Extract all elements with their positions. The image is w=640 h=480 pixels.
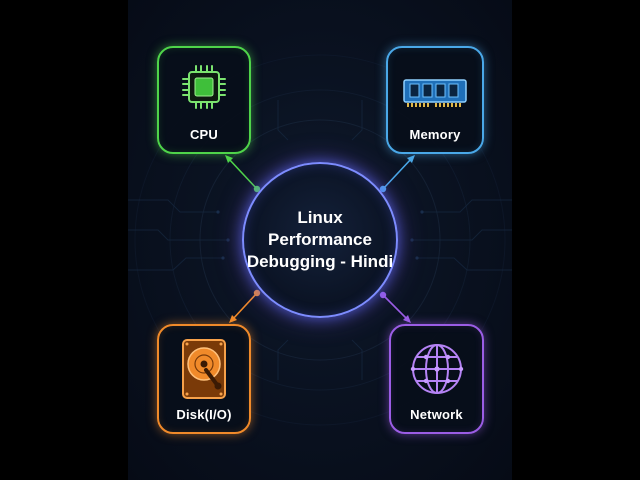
connector-network <box>379 291 411 323</box>
connector-cpu <box>225 155 261 193</box>
cpu-node: CPU <box>157 46 251 154</box>
hard-disk-icon <box>182 339 226 399</box>
connector-memory <box>379 155 415 193</box>
center-topic-circle: Linux Performance Debugging - Hindi <box>242 162 398 318</box>
network-label: Network <box>410 407 463 422</box>
center-title-line-2: Performance <box>268 230 372 249</box>
disk-label: Disk(I/O) <box>176 407 232 422</box>
memory-label: Memory <box>409 127 461 142</box>
disk-node: Disk(I/O) <box>157 324 251 434</box>
memory-node: Memory <box>386 46 484 154</box>
globe-network-icon <box>410 344 463 394</box>
background-circuit-pattern <box>128 54 512 426</box>
center-title-line-1: Linux <box>297 208 343 227</box>
center-title-line-3: Debugging - Hindi <box>246 252 394 271</box>
ram-module-icon <box>403 79 467 107</box>
cpu-chip-icon <box>182 65 226 109</box>
diagram-canvas: CPU Memory Linux Performance Debugging -… <box>128 0 512 480</box>
network-node: Network <box>389 324 484 434</box>
connector-disk <box>229 289 261 323</box>
cpu-label: CPU <box>189 127 219 142</box>
